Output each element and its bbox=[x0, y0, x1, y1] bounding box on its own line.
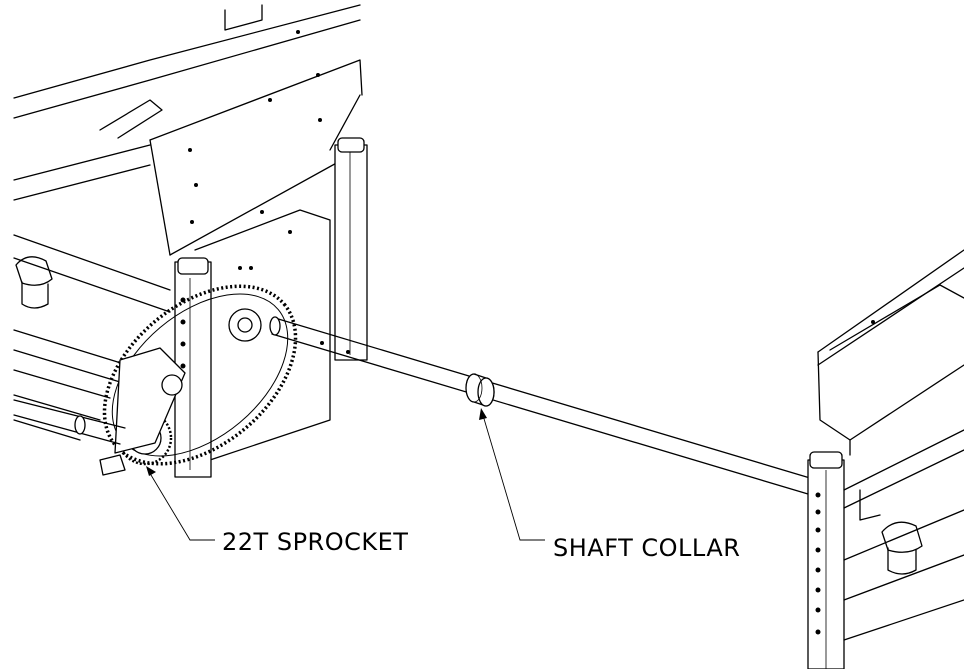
front-post bbox=[807, 451, 845, 669]
shaft-collar bbox=[465, 373, 495, 407]
collar-callout-label: SHAFT COLLAR bbox=[553, 534, 741, 562]
rear-post bbox=[334, 137, 368, 361]
drive-shaft bbox=[269, 316, 811, 495]
left-hopper-assembly bbox=[13, 4, 368, 478]
right-hopper-assembly bbox=[807, 249, 964, 669]
chain-drive bbox=[99, 284, 298, 476]
sprocket-callout-label: 22T SPROCKET bbox=[222, 528, 409, 556]
collar-leader bbox=[479, 408, 545, 541]
hopper-holes bbox=[188, 30, 322, 270]
sprocket-leader bbox=[146, 466, 215, 541]
